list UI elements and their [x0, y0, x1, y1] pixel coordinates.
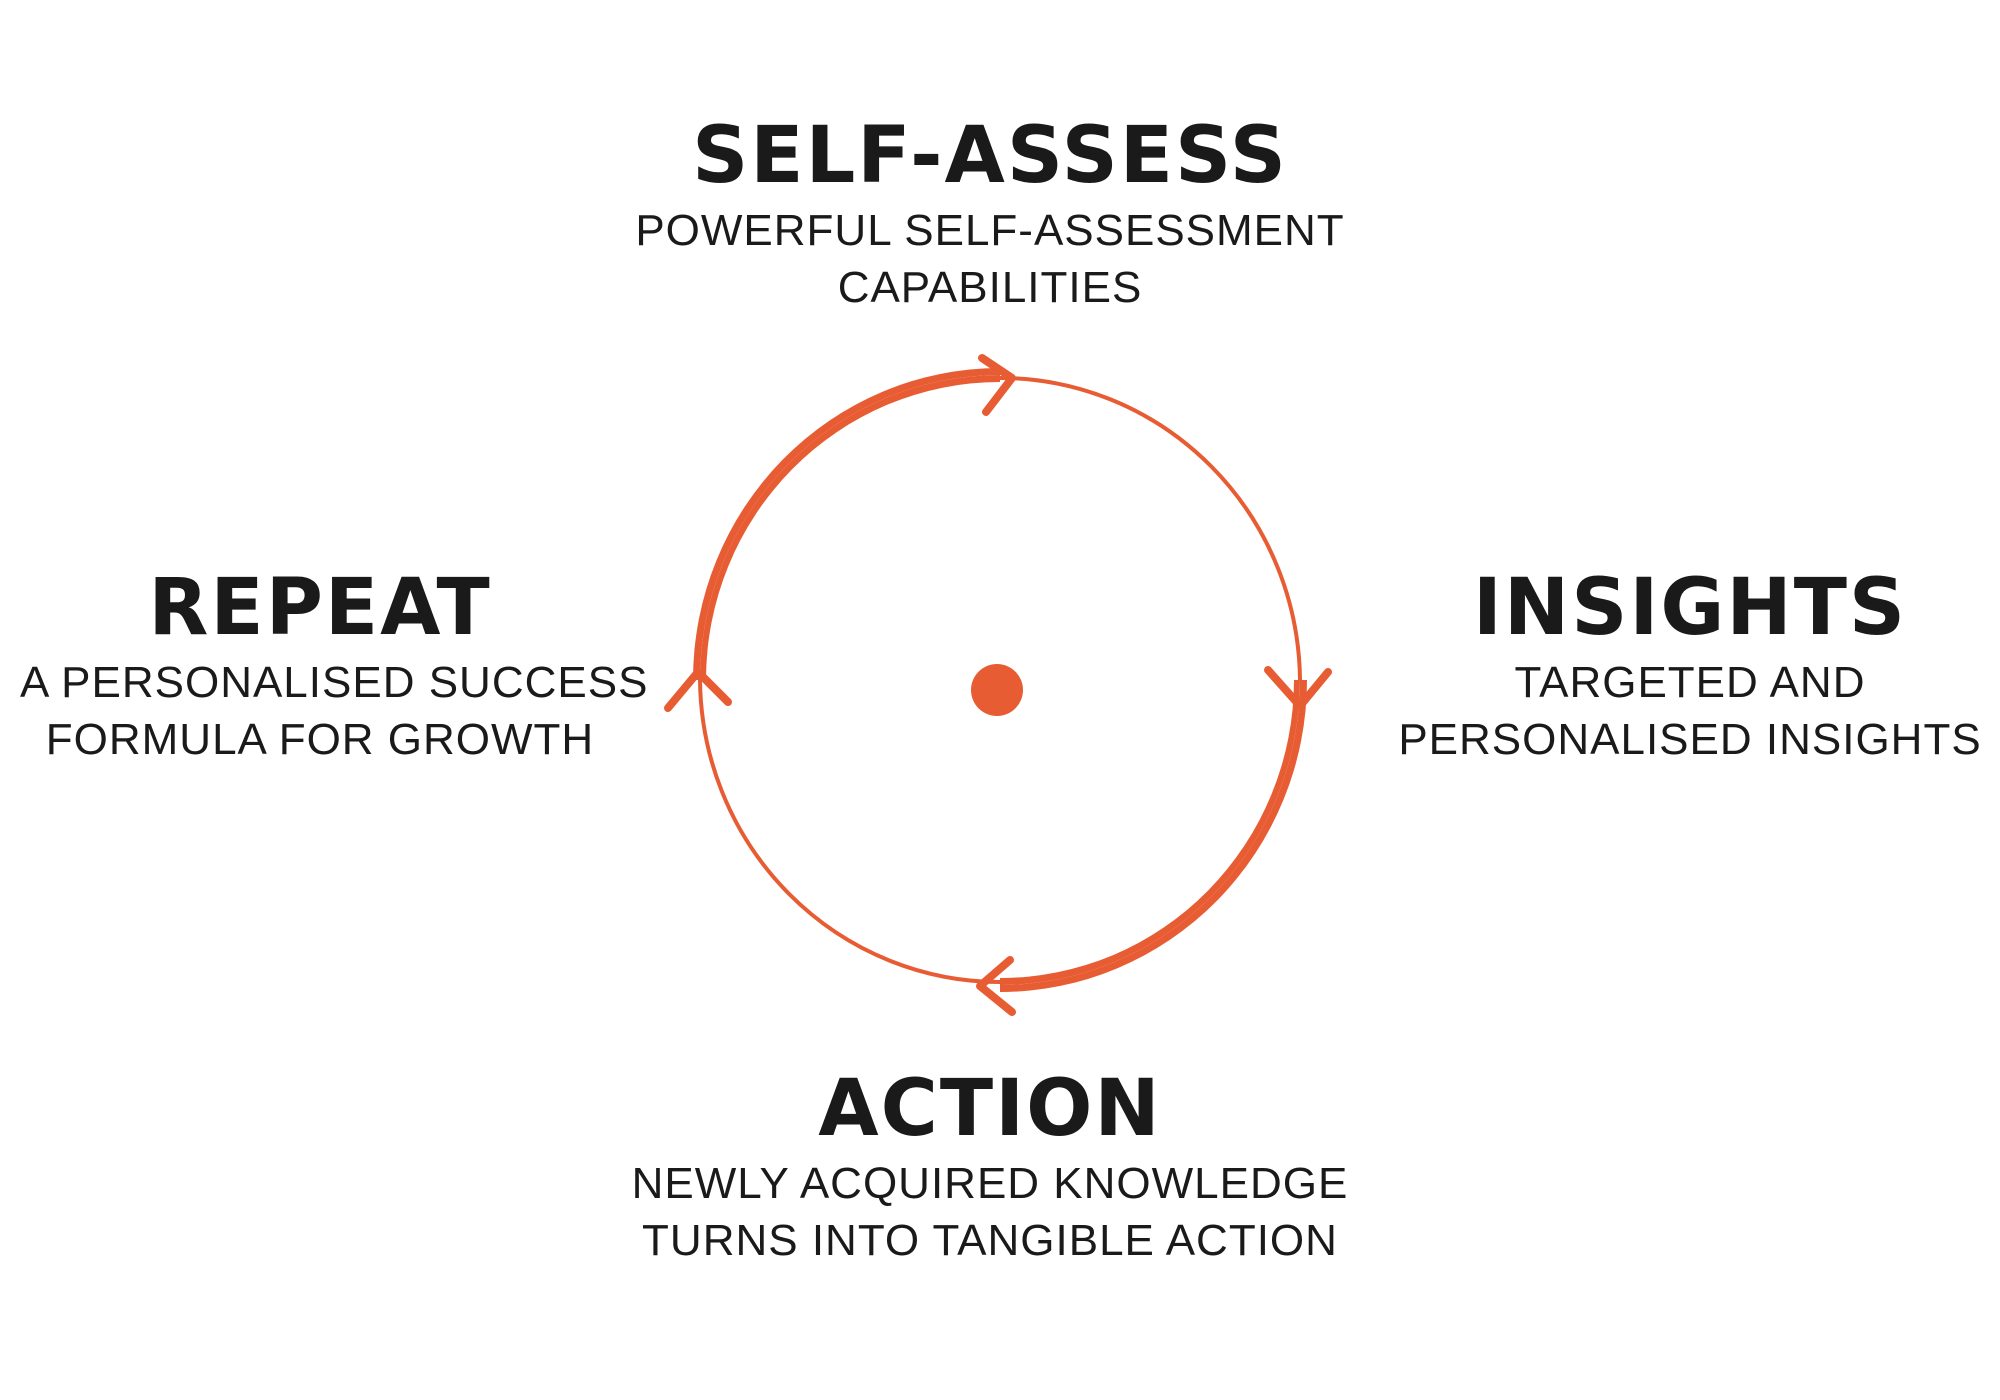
stage-description-line: NEWLY ACQUIRED KNOWLEDGE: [631, 1159, 1349, 1208]
arrow-right-icon: [978, 354, 1016, 416]
stage-description-line: CAPABILITIES: [837, 263, 1143, 312]
stage-description-line: TURNS INTO TANGIBLE ACTION: [642, 1216, 1338, 1265]
cycle-ring-arc-bottom-left: [698, 679, 1001, 984]
cycle-ring-arc-top-right: [999, 376, 1302, 681]
cycle-ring-arc-bottom-right-inner: [1000, 680, 1300, 985]
stage-title: INSIGHTS: [1472, 563, 1908, 653]
stage-description-line: POWERFUL SELF-ASSESSMENT: [635, 206, 1345, 255]
stage-description-line: PERSONALISED INSIGHTS: [1398, 715, 1982, 764]
arrow-left-icon: [976, 956, 1016, 1016]
stage-description-line: FORMULA FOR GROWTH: [45, 715, 595, 764]
cycle-ring-arc-bottom-right: [1000, 680, 1307, 992]
stage-title: REPEAT: [148, 563, 492, 653]
stage-self-assess: SELF-ASSESS POWERFUL SELF-ASSESSMENT CAP…: [590, 110, 1390, 316]
stage-description-line: TARGETED AND: [1514, 658, 1866, 707]
center-dot: [971, 664, 1023, 716]
stage-description-line: A PERSONALISED SUCCESS: [20, 658, 649, 707]
cycle-ring-arc-top-left-inner: [700, 375, 1000, 680]
stage-action: ACTION NEWLY ACQUIRED KNOWLEDGE TURNS IN…: [590, 1063, 1390, 1269]
stage-insights: INSIGHTS TARGETED AND PERSONALISED INSIG…: [1390, 562, 1990, 768]
arrow-up-icon: [664, 668, 732, 712]
stage-title: SELF-ASSESS: [692, 111, 1288, 201]
cycle-ring-arc-top-left: [693, 368, 1000, 680]
arrow-down-icon: [1264, 666, 1332, 710]
stage-title: ACTION: [818, 1064, 1162, 1154]
stage-repeat: REPEAT A PERSONALISED SUCCESS FORMULA FO…: [20, 562, 649, 768]
